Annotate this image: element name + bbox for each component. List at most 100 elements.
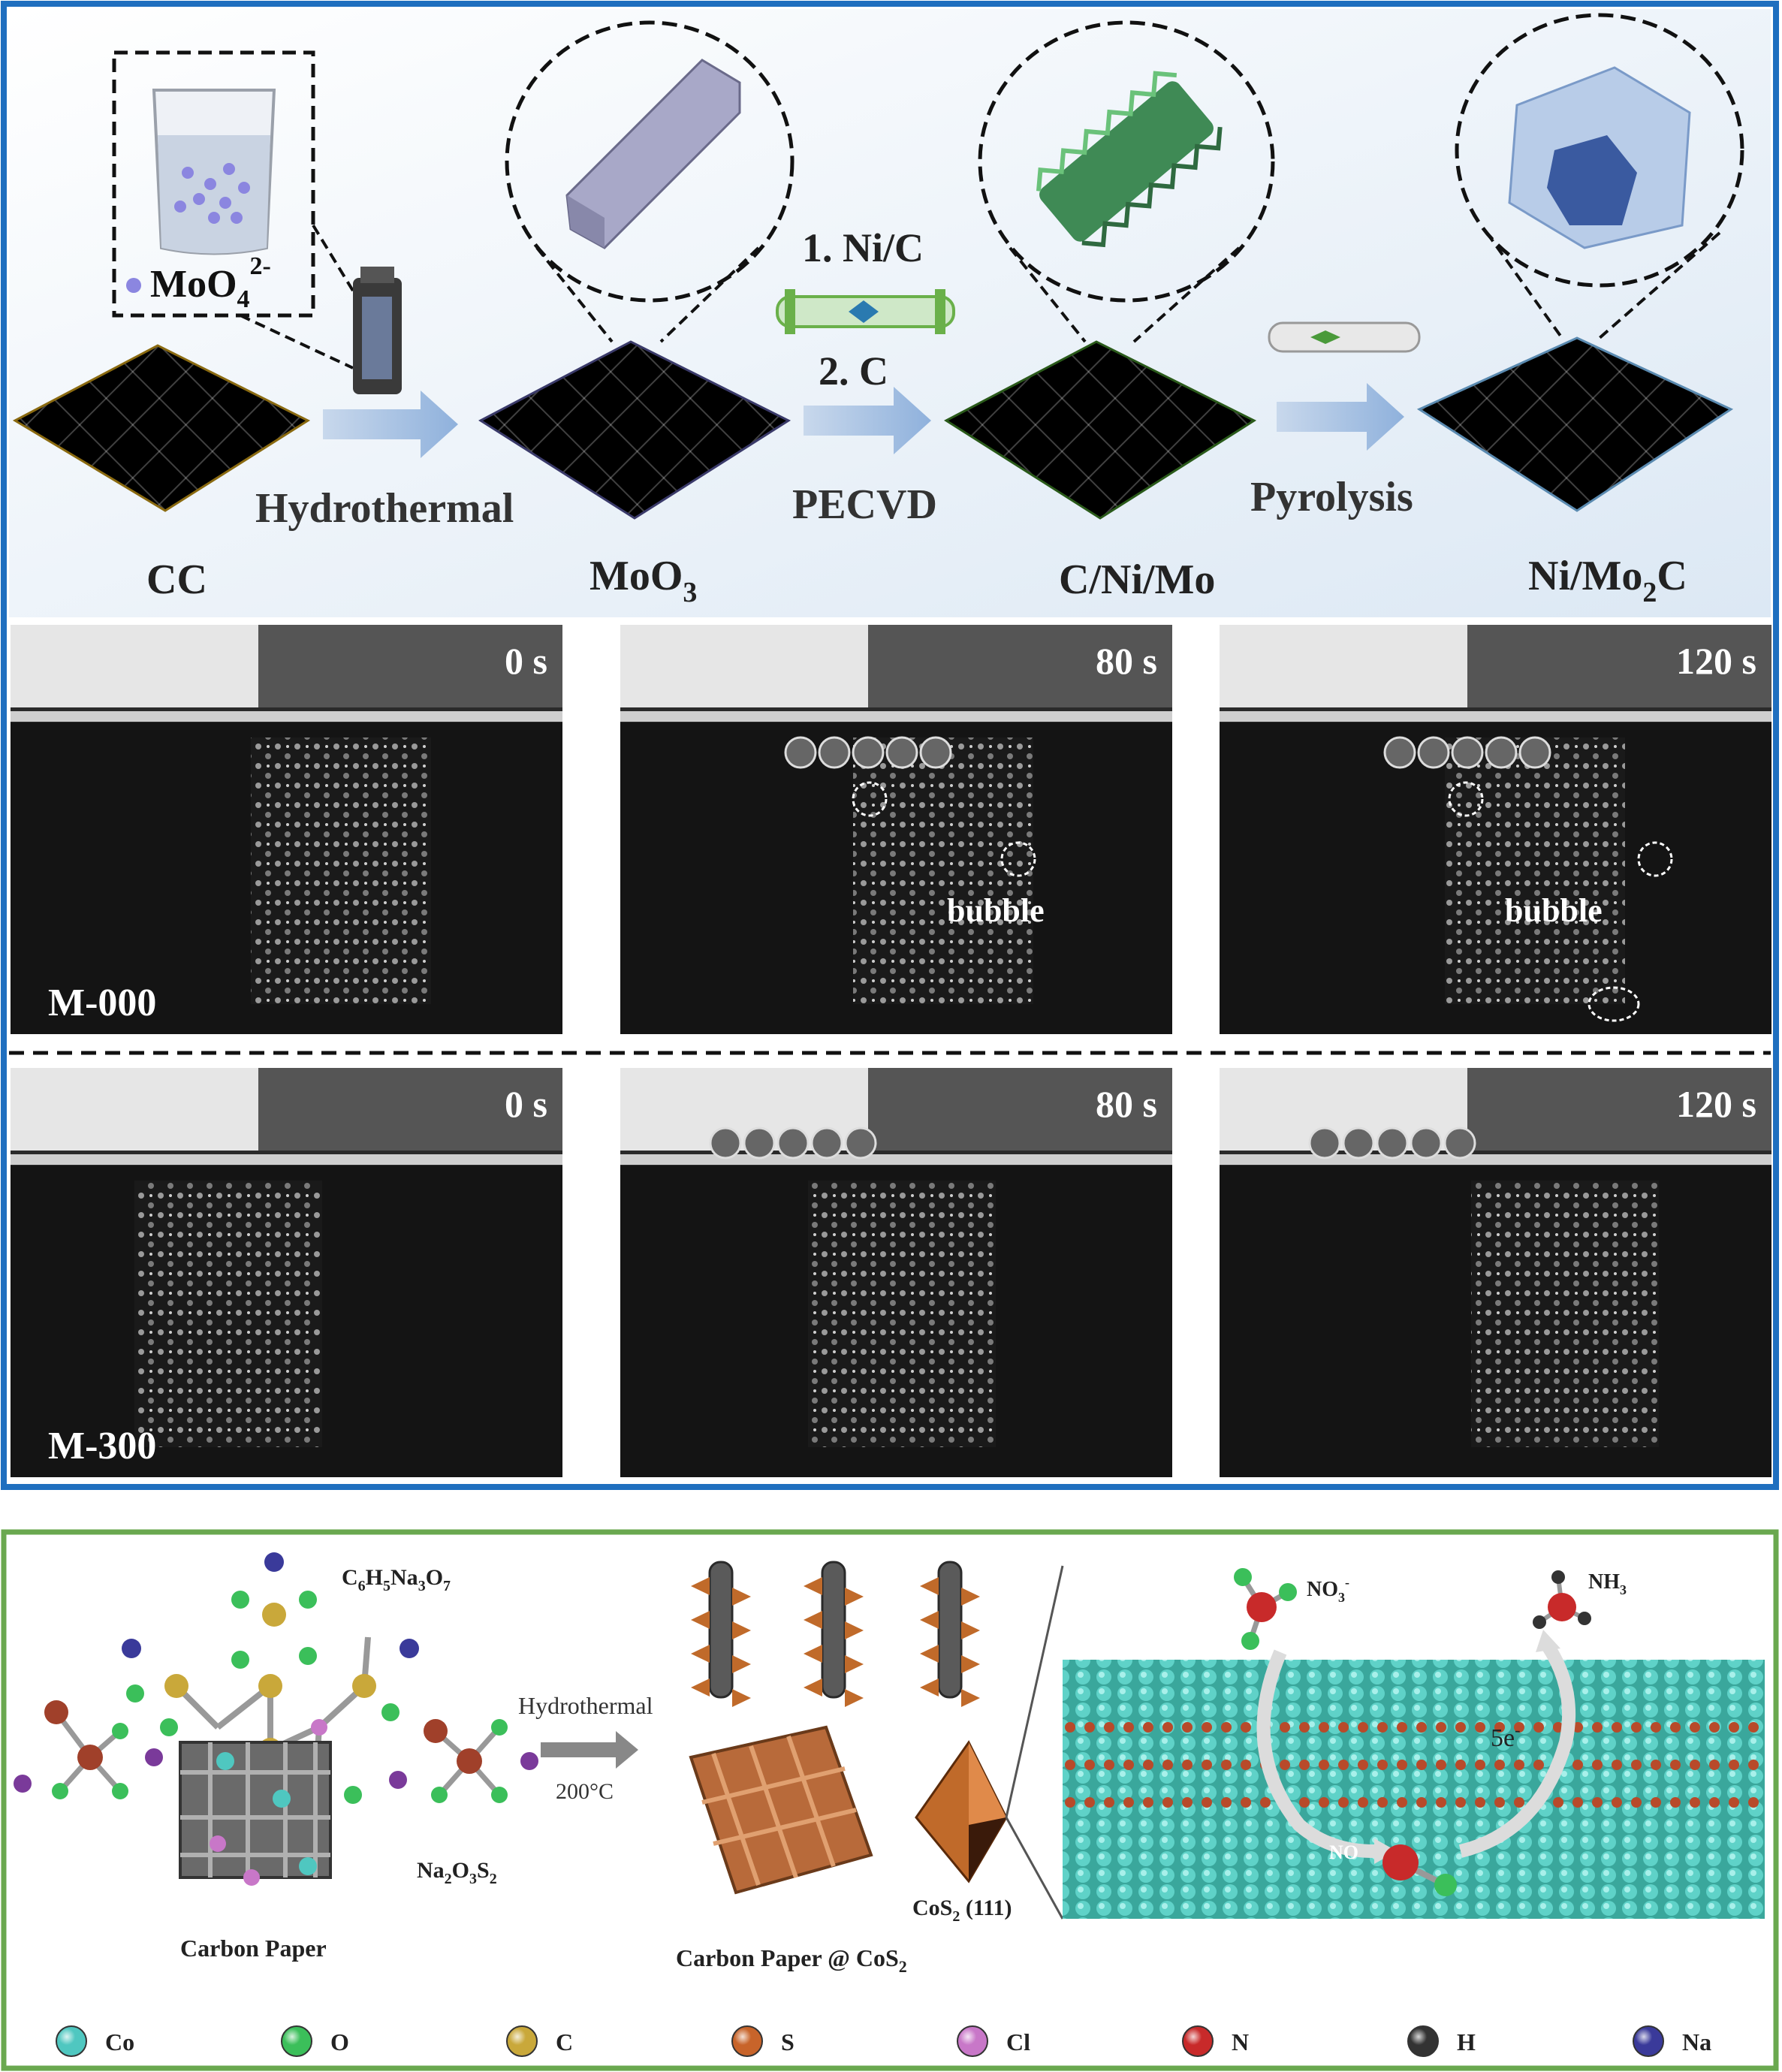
gas-bubble: [1383, 736, 1416, 769]
time-label: 80 s: [1096, 640, 1157, 682]
gas-bubble: [743, 1126, 776, 1160]
desorption-arrow-icon: [1458, 1641, 1576, 1858]
pyrolysis-tube-icon: [1268, 321, 1421, 353]
thiosulfate-formula: Na2O3S2: [417, 1858, 497, 1887]
time-label: 120 s: [1676, 640, 1756, 682]
carbon-cloth-sample: [853, 737, 1033, 1004]
cos2-nanorod: [804, 1561, 864, 1707]
step1-label: 1. Ni/C: [802, 225, 924, 270]
cos2-nanorod: [920, 1561, 980, 1707]
cos2-octahedron-icon: [915, 1740, 1008, 1883]
gas-bubble: [1417, 736, 1450, 769]
legend-item: S: [731, 2025, 795, 2057]
legend-label: Cl: [1006, 2028, 1030, 2055]
pecvd-arrow-icon: [804, 387, 931, 454]
legend-item: N: [1182, 2025, 1249, 2057]
legend-item: H: [1407, 2025, 1476, 2057]
legend-label: S: [781, 2028, 795, 2055]
molybdate-ions: [174, 163, 250, 224]
stage-label-cnimo: C/Ni/Mo: [1059, 556, 1215, 603]
bottom-panel: C6H5Na3O7 Carbon Paper: [1, 1529, 1779, 2071]
gas-bubble: [919, 736, 952, 769]
pyrolysis-arrow-icon: [1277, 383, 1404, 451]
carbon-cloth-sample: [134, 1181, 322, 1447]
photo-tile: 0 sM-300: [11, 1068, 562, 1477]
zoom-line-top: [1005, 1565, 1064, 1818]
carbon-paper-cos2-icon: [689, 1725, 873, 1895]
cobalt-molecule-icon: [14, 1700, 163, 1799]
pecvd-label: PECVD: [792, 481, 937, 528]
cnimo-nanorod-icon: [1036, 71, 1223, 248]
gas-bubble: [844, 1126, 877, 1160]
time-label: 120 s: [1676, 1083, 1756, 1125]
hydrothermal-label: Hydrothermal: [255, 485, 514, 532]
bubble-annotation: bubble: [1505, 892, 1603, 929]
thiosulfate-molecule-icon: [389, 1719, 538, 1803]
stage-label-cc: CC: [146, 556, 207, 603]
gas-bubble: [1342, 1126, 1375, 1160]
carbon-paper-label: Carbon Paper: [180, 1935, 327, 1962]
no-intermediate-icon: [1382, 1844, 1457, 1896]
bubble-marker: [852, 781, 888, 817]
bubble-marker: [1588, 986, 1640, 1022]
gas-bubble: [885, 736, 918, 769]
adsorption-arrow-icon: [1256, 1649, 1375, 1858]
citrate-formula: C6H5Na3O7: [342, 1565, 451, 1594]
legend-label: N: [1232, 2028, 1249, 2055]
pyrolysis-label: Pyrolysis: [1250, 474, 1413, 520]
beaker-solution: [158, 135, 270, 254]
element-legend: Co O C S Cl N H Na: [56, 2025, 1711, 2057]
carbon-cloth-sample: [1445, 737, 1625, 1004]
nimo2c-zoom-inset: [1455, 13, 1744, 339]
cos2-nanorods-icon: [691, 1561, 980, 1707]
bubble-marker: [1637, 841, 1673, 877]
legend-label: C: [556, 2028, 573, 2055]
beaker-inset: MoO42-: [112, 50, 369, 369]
carbon-cloth-sample: [808, 1181, 996, 1447]
sample-label: M-300: [48, 1425, 156, 1467]
nitrate-molecule-icon: [1234, 1568, 1297, 1650]
ammonia-label: NH3: [1588, 1570, 1627, 1597]
bubble-annotation: bubble: [947, 892, 1045, 929]
gas-bubble: [1518, 736, 1551, 769]
sample-label: M-000: [48, 982, 156, 1024]
photo-tile: 80 s bubble: [620, 625, 1172, 1034]
legend-item: C: [506, 2025, 573, 2057]
time-label: 80 s: [1096, 1083, 1157, 1125]
stage-label-moo3: MoO3: [589, 553, 697, 608]
bubble-marker: [1448, 781, 1484, 817]
cnimo-cloth: [944, 340, 1257, 520]
carbon-cloth-sample: [251, 737, 431, 1004]
legend-item: Cl: [957, 2025, 1030, 2057]
carbon-cloth-sample: [1471, 1181, 1659, 1447]
carbon-paper-icon: [179, 1719, 332, 1886]
moo3-cloth: [478, 340, 791, 520]
legend-label: O: [330, 2028, 349, 2055]
gas-bubble: [776, 1126, 810, 1160]
gas-bubble: [852, 736, 885, 769]
step2-label: 2. C: [819, 348, 888, 394]
gas-bubble: [810, 1126, 843, 1160]
gas-bubble: [1451, 736, 1484, 769]
legend-item: Na: [1633, 2025, 1711, 2057]
gas-bubble: [818, 736, 851, 769]
legend-label: Co: [105, 2028, 134, 2055]
bottom-arrow-icon: [541, 1731, 638, 1769]
cos2-paper-label: Carbon Paper @ CoS2: [676, 1944, 907, 1976]
moo3-zoom-inset: [505, 20, 795, 343]
gas-bubble: [709, 1126, 742, 1160]
photo-tile: 80 s: [620, 1068, 1172, 1477]
nimo2c-cloth: [1416, 336, 1734, 512]
legend-item: Co: [56, 2025, 134, 2057]
ion-label: MoO42-: [150, 252, 271, 313]
photo-tile: 0 sM-000: [11, 625, 562, 1034]
autoclave-icon: [353, 267, 402, 394]
bottom-hydrothermal-label: Hydrothermal: [518, 1692, 653, 1719]
hydrothermal-arrow-icon: [323, 391, 458, 458]
facet-label: CoS2 (111): [912, 1896, 1012, 1925]
cos2-surface-icon: [1063, 1660, 1765, 1919]
no-label: NO: [1329, 1841, 1358, 1863]
zoom-line-bottom: [1005, 1817, 1064, 1920]
stage-label-nimo2c: Ni/Mo2C: [1528, 553, 1687, 608]
